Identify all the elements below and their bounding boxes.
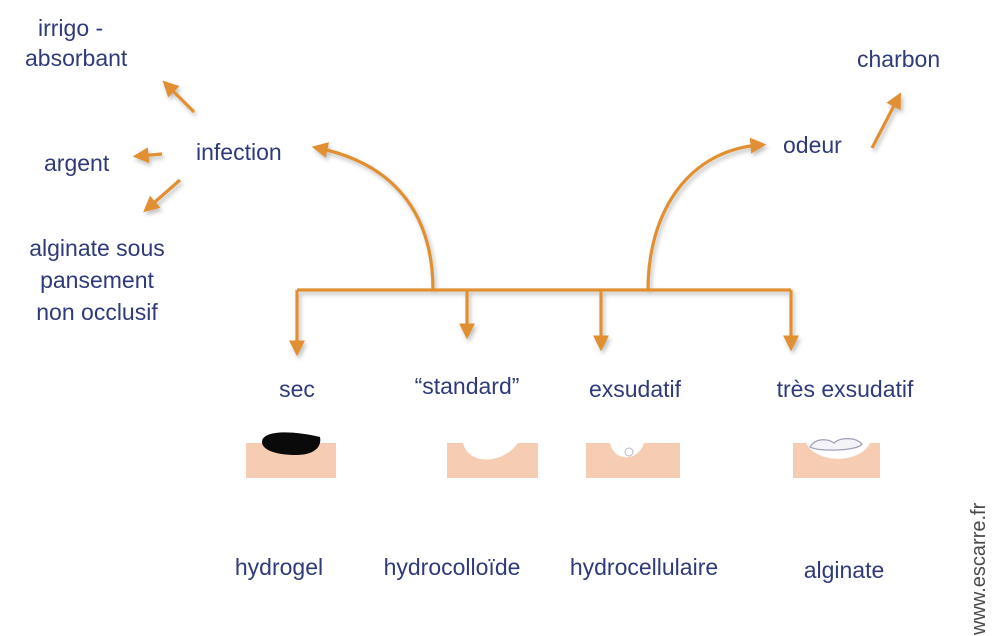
dressing-label: hydrocolloïde [384, 552, 521, 582]
arrow-to-charbon [872, 98, 898, 148]
dressing-label: hydrocellulaire [570, 552, 718, 582]
category-label: “standard” [415, 371, 520, 401]
arrow-to-odeur [648, 145, 760, 290]
arrow-to-alginate [148, 180, 180, 208]
label-irrigo-line1: irrigo - [38, 13, 103, 43]
label-alginate-line1: alginate sous [29, 233, 165, 263]
watermark: www.escarre.fr [968, 503, 991, 635]
arrow-to-argent [139, 154, 162, 156]
arrow-to-infection [318, 148, 433, 290]
label-argent: argent [44, 148, 109, 178]
label-odeur: odeur [783, 130, 842, 160]
wound-tres-exsudatif-illustration [793, 439, 880, 478]
label-charbon: charbon [857, 44, 940, 74]
wound-sec-illustration [246, 432, 336, 478]
label-alginate-line3: non occlusif [36, 297, 157, 327]
category-label: très exsudatif [777, 374, 914, 404]
wound-exsudatif-illustration [586, 443, 680, 478]
category-label: sec [279, 374, 315, 404]
label-alginate-line2: pansement [40, 265, 154, 295]
wound-standard-illustration [447, 443, 538, 478]
arrow-to-irrigo [167, 85, 194, 112]
category-label: exsudatif [589, 374, 681, 404]
label-irrigo-line2: absorbant [25, 43, 127, 73]
dressing-label: alginate [804, 555, 885, 585]
dressing-label: hydrogel [235, 552, 323, 582]
label-infection: infection [196, 137, 282, 167]
